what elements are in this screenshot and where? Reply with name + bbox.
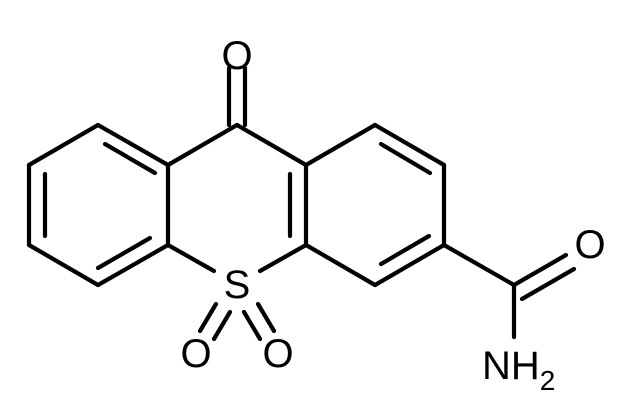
ketone-oxygen-label: O — [221, 34, 252, 78]
right-benzene-ring — [287, 122, 447, 288]
bond — [257, 242, 309, 274]
bond — [303, 242, 378, 288]
sulfur-label: S — [224, 263, 251, 307]
bond — [372, 242, 447, 288]
central-ring — [165, 65, 309, 342]
double-bond-inner — [378, 141, 433, 176]
left-benzene-ring — [26, 122, 171, 288]
amide-nitrogen-subscript: 2 — [540, 365, 556, 396]
amide-nitrogen-text: NH — [482, 344, 540, 388]
bond — [95, 242, 171, 288]
sulfonyl-oxygen-left-label: O — [180, 332, 211, 376]
bond — [372, 122, 447, 168]
amide-nitrogen-label: NH2 — [482, 344, 555, 396]
bond — [95, 122, 171, 168]
carboxamide-group — [441, 242, 577, 340]
double-bond-inner — [102, 141, 158, 176]
sulfonyl-bond-right — [255, 301, 277, 334]
bond — [165, 122, 240, 168]
double-bond-inner — [378, 233, 432, 267]
amide-carbonyl-bond — [511, 252, 569, 288]
double-bond-inner — [95, 235, 153, 271]
bond — [165, 242, 217, 274]
sulfonyl-oxygen-right-label: O — [262, 332, 293, 376]
sulfonyl-bond-right — [241, 309, 263, 342]
sulfonyl-bond-left — [211, 309, 233, 342]
bond — [26, 242, 101, 288]
amide-carbonyl-bond — [519, 266, 577, 302]
amide-oxygen-label: O — [574, 223, 605, 267]
bond — [26, 122, 101, 168]
bond — [234, 122, 309, 168]
bond — [303, 122, 378, 168]
sulfonyl-bond-left — [197, 301, 219, 334]
bond — [441, 242, 517, 288]
